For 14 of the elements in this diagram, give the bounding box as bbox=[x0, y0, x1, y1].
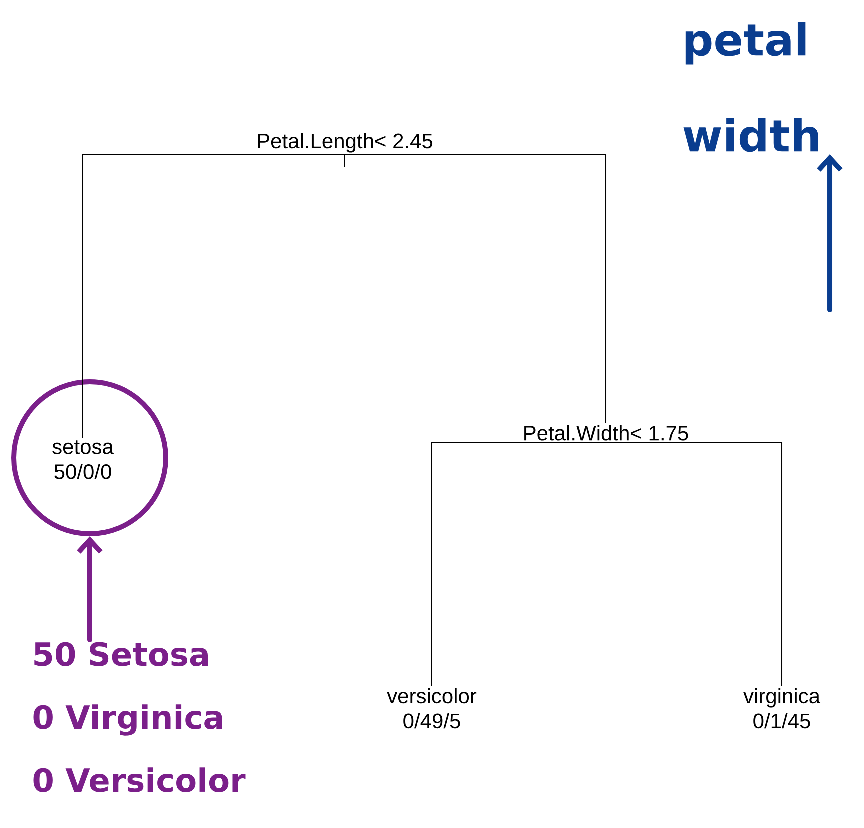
tree-branch bbox=[344, 154, 606, 424]
split-label: Petal.Width< 1.75 bbox=[524, 425, 688, 441]
handdrawn-circle bbox=[12, 380, 168, 536]
tree-branch bbox=[82, 154, 346, 439]
leaf-label: virginica 0/1/45 bbox=[744, 688, 820, 729]
split-label: Petal.Length< 2.45 bbox=[258, 133, 433, 153]
leaf-label: setosa 50/0/0 bbox=[52, 440, 114, 480]
arrow bbox=[77, 536, 103, 642]
tree-branch bbox=[606, 442, 782, 686]
handwritten-note: petal width bbox=[684, 22, 818, 152]
arrow bbox=[817, 154, 843, 312]
tree-branch bbox=[432, 442, 606, 686]
leaf-label: versicolor 0/49/5 bbox=[387, 688, 477, 729]
handwritten-note: 50 Setosa 0 Virginica 0 Versicolor bbox=[34, 642, 246, 792]
